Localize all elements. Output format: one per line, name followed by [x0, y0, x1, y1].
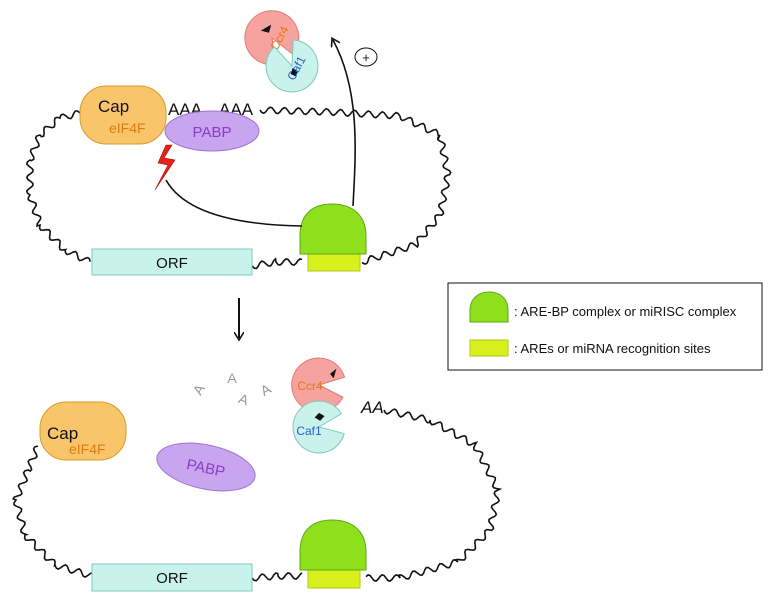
bottom-eif4f-label: eIF4F [69, 441, 106, 457]
top-orf [91, 248, 253, 276]
bottom-orf-label: ORF [156, 570, 188, 587]
legend-sites-label: : AREs or miRNA recognition sites [514, 341, 711, 356]
bottom-pabp [156, 442, 256, 492]
bottom-ccr4-label: Ccr4 [297, 379, 323, 393]
top-panel: Cap eIF4F AAA…AAA PABP ORF + Ccr4 [25, 10, 452, 276]
top-mrna-linker [251, 257, 303, 270]
bottom-caf1-label: Caf1 [296, 424, 322, 438]
top-eif4f [79, 85, 167, 145]
bottom-caf1 [292, 400, 345, 454]
released-a: A [189, 381, 208, 398]
top-caf1 [265, 39, 319, 93]
top-mrna-strand [25, 110, 91, 262]
top-eif4f-label: eIF4F [109, 120, 146, 136]
top-orf-label: ORF [156, 255, 188, 272]
legend-complex-swatch [469, 291, 509, 323]
legend: : ARE-BP complex or miRISC complex : ARE… [447, 282, 763, 371]
bottom-mrna-strand [365, 408, 503, 582]
top-are-complex [299, 203, 367, 255]
bottom-orf [91, 563, 253, 592]
bottom-aa-label: AA [360, 398, 384, 417]
top-cap-label: Cap [98, 97, 129, 116]
legend-site-swatch [469, 339, 509, 357]
top-recognition-site [307, 252, 361, 272]
top-recruitment-arrow [333, 40, 356, 207]
top-pabp [164, 110, 260, 152]
inhibition-bolt-icon [154, 144, 176, 191]
bottom-cap-label: Cap [47, 424, 78, 443]
top-inhibition-arrow [165, 179, 303, 227]
bottom-mrna-linker [251, 572, 303, 582]
top-plus-label: + [362, 50, 370, 65]
bottom-eif4f [39, 401, 127, 461]
top-plus-badge [354, 47, 378, 67]
bottom-recognition-site [307, 568, 361, 589]
released-a: A [237, 390, 252, 408]
released-a: A [227, 370, 237, 386]
bottom-are-complex [299, 519, 367, 571]
bottom-mrna-strand [12, 445, 94, 578]
top-ccr4 [244, 10, 300, 66]
bottom-panel: Cap eIF4F PABP A A A A AA Ccr4 Caf1 ORF [12, 357, 503, 592]
legend-complex-label: : ARE-BP complex or miRISC complex [514, 304, 737, 319]
top-mrna-strand [259, 106, 452, 265]
top-pabp-label: PABP [193, 124, 232, 141]
released-a: A [257, 380, 274, 399]
